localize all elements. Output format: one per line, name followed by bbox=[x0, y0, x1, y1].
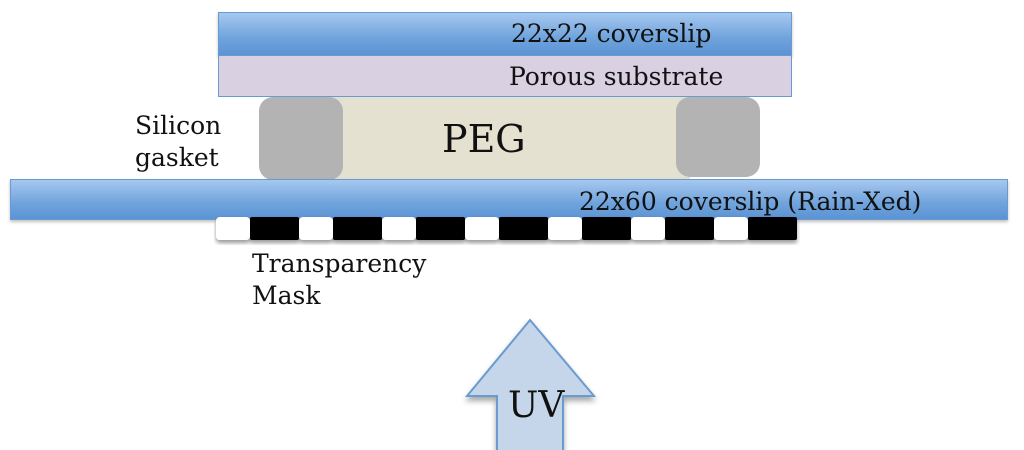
silicon-gasket-label: Silicon gasket bbox=[135, 110, 221, 174]
mask-opaque-segment bbox=[250, 217, 299, 240]
mask-opaque-segment bbox=[748, 217, 797, 240]
peg-label: PEG bbox=[442, 117, 526, 161]
mask-opaque-segment bbox=[582, 217, 631, 240]
mask-label-line2: Mask bbox=[252, 281, 321, 310]
top-coverslip: 22x22 coverslip bbox=[218, 12, 792, 56]
transparency-mask-label: Transparency Mask bbox=[252, 248, 426, 312]
bottom-coverslip: 22x60 coverslip (Rain-Xed) bbox=[10, 179, 1008, 220]
bottom-coverslip-label: 22x60 coverslip (Rain-Xed) bbox=[579, 187, 922, 216]
mask-clear-segment bbox=[631, 217, 665, 240]
uv-arrow bbox=[464, 318, 597, 450]
uv-arrow-icon bbox=[464, 318, 597, 450]
mask-clear-segment bbox=[382, 217, 416, 240]
mask-clear-segment bbox=[714, 217, 748, 240]
mask-opaque-segment bbox=[333, 217, 382, 240]
mask-clear-segment bbox=[548, 217, 582, 240]
mask-clear-segment bbox=[299, 217, 333, 240]
porous-substrate: Porous substrate bbox=[218, 55, 792, 97]
silicon-gasket-label-line1: Silicon bbox=[135, 111, 222, 140]
mask-opaque-segment bbox=[416, 217, 465, 240]
mask-clear-segment bbox=[216, 217, 250, 240]
silicon-gasket-label-line2: gasket bbox=[135, 143, 219, 172]
top-coverslip-label: 22x22 coverslip bbox=[511, 19, 712, 48]
mask-opaque-segment bbox=[665, 217, 714, 240]
transparency-mask bbox=[216, 217, 797, 240]
silicon-gasket-left bbox=[259, 97, 343, 180]
silicon-gasket-right bbox=[676, 97, 760, 177]
mask-opaque-segment bbox=[499, 217, 548, 240]
uv-label: UV bbox=[508, 385, 565, 426]
peg-layer: PEG bbox=[330, 97, 690, 180]
porous-substrate-label: Porous substrate bbox=[509, 62, 724, 91]
mask-clear-segment bbox=[465, 217, 499, 240]
mask-label-line1: Transparency bbox=[252, 249, 427, 278]
